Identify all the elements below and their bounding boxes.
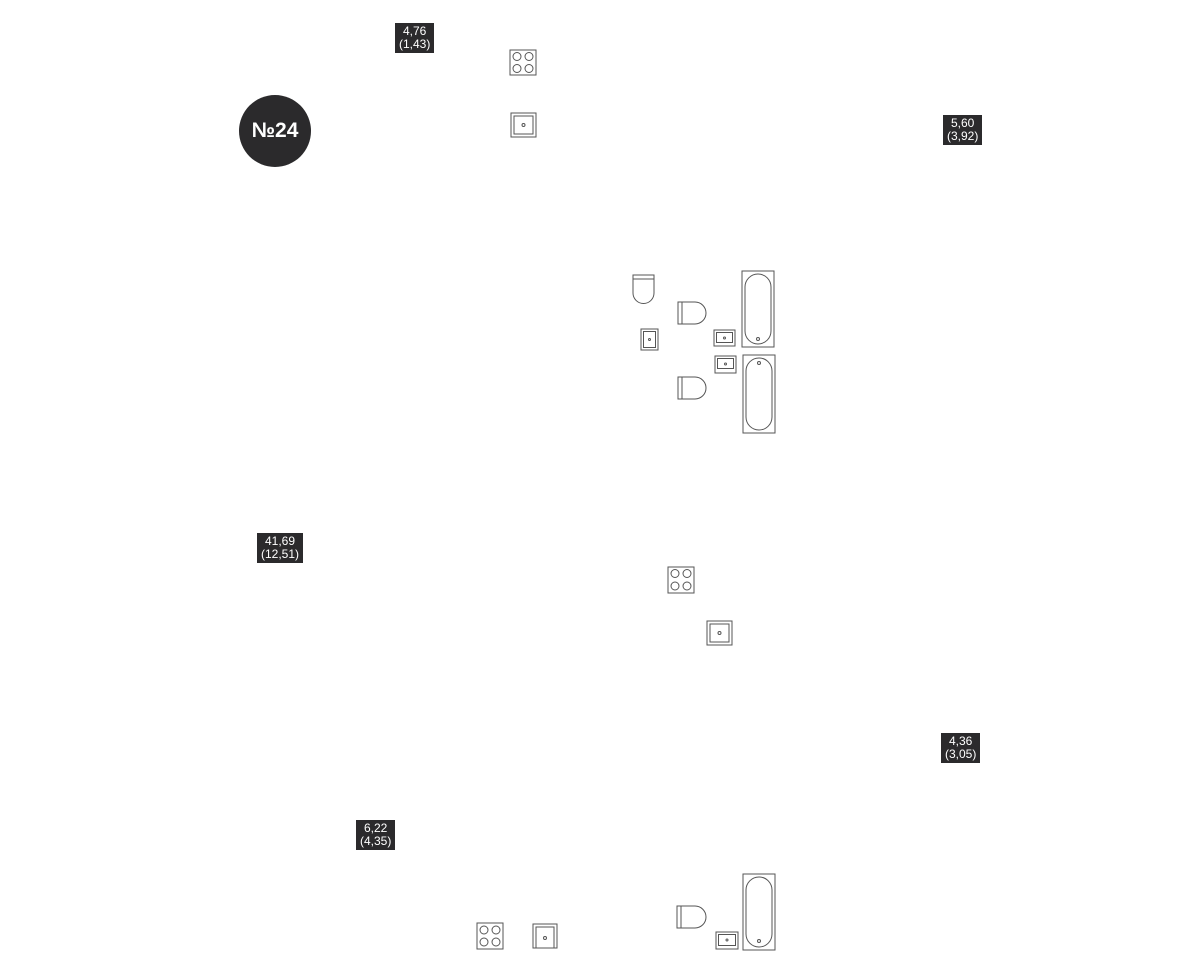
room-area-label: 4,36 (3,05)	[941, 733, 981, 763]
toilet-icon	[677, 376, 707, 400]
room-area: 6,22	[364, 821, 388, 835]
sink-icon	[532, 923, 558, 949]
room-area: 5,60	[951, 116, 975, 130]
toilet-icon	[676, 905, 707, 929]
toilet-icon	[632, 274, 655, 304]
room-area: 4,76	[403, 24, 427, 38]
stove-icon	[476, 922, 504, 950]
washbasin-icon	[715, 931, 739, 950]
washbasin-icon	[714, 355, 737, 374]
stove-icon	[509, 49, 537, 76]
room-area-alt: (4,35)	[360, 834, 392, 848]
room-area-label: 5,60 (3,92)	[943, 115, 983, 145]
room-area-label: 4,76 (1,43)	[395, 23, 435, 53]
unit-number: №24	[251, 119, 299, 142]
room-area-alt: (12,51)	[261, 547, 300, 561]
room-area-label: 41,69 (12,51)	[257, 533, 304, 563]
room-area-alt: (3,92)	[947, 129, 979, 143]
room-area-label: 6,22 (4,35)	[356, 820, 396, 850]
unit-number-badge: №24	[239, 95, 311, 167]
sink-icon	[510, 112, 537, 138]
stove-icon	[667, 566, 695, 594]
room-area: 4,36	[949, 734, 973, 748]
washbasin-icon	[640, 328, 659, 351]
room-area-alt: (1,43)	[399, 37, 431, 51]
room-area: 41,69	[265, 534, 296, 548]
sink-icon	[706, 620, 733, 646]
toilet-icon	[677, 301, 707, 325]
bathtub-icon	[742, 873, 776, 951]
washbasin-icon	[713, 329, 736, 347]
room-area-alt: (3,05)	[945, 747, 977, 761]
bathtub-icon	[742, 354, 776, 434]
bathtub-icon	[741, 270, 775, 348]
